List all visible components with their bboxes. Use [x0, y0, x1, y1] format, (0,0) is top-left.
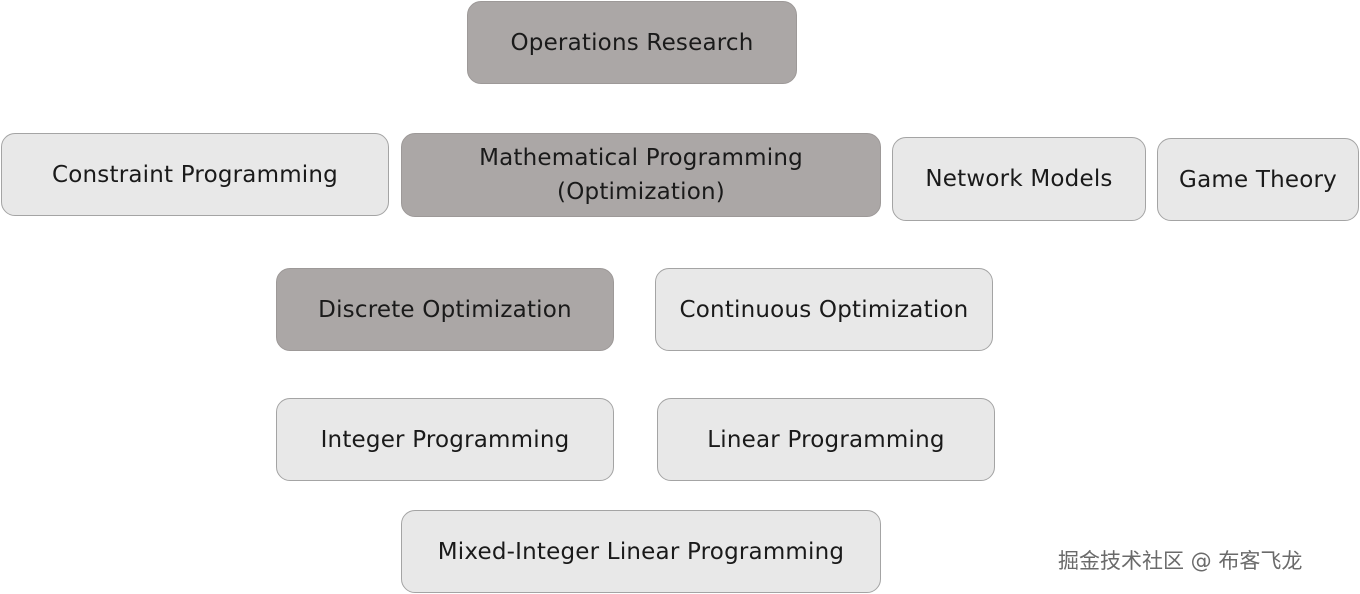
node-label: Mathematical Programming (Optimization) — [479, 145, 803, 205]
node-label: Network Models — [925, 166, 1113, 192]
node-linear-programming: Linear Programming — [657, 398, 995, 481]
node-discrete-optimization: Discrete Optimization — [276, 268, 614, 351]
node-label: Mixed-Integer Linear Programming — [437, 538, 845, 565]
node-constraint-programming: Constraint Programming — [1, 133, 389, 216]
node-label: Integer Programming — [320, 426, 570, 453]
node-continuous-optimization: Continuous Optimization — [655, 268, 993, 351]
node-integer-programming: Integer Programming — [276, 398, 614, 481]
node-mixed-integer-linear-programming: Mixed-Integer Linear Programming — [401, 510, 881, 593]
node-game-theory: Game Theory — [1157, 138, 1359, 221]
node-mathematical-programming: Mathematical Programming (Optimization) — [401, 133, 881, 217]
node-label: Operations Research — [510, 29, 754, 56]
node-label: Game Theory — [1179, 166, 1337, 193]
node-label: Constraint Programming — [52, 161, 338, 188]
watermark: 掘金技术社区 @ 布客飞龙 — [1058, 549, 1303, 573]
node-label: Continuous Optimization — [679, 296, 969, 323]
node-operations-research: Operations Research — [467, 1, 797, 84]
node-label: Linear Programming — [707, 426, 945, 453]
node-label: Discrete Optimization — [318, 296, 572, 323]
node-network-models: Network Models — [892, 137, 1146, 221]
